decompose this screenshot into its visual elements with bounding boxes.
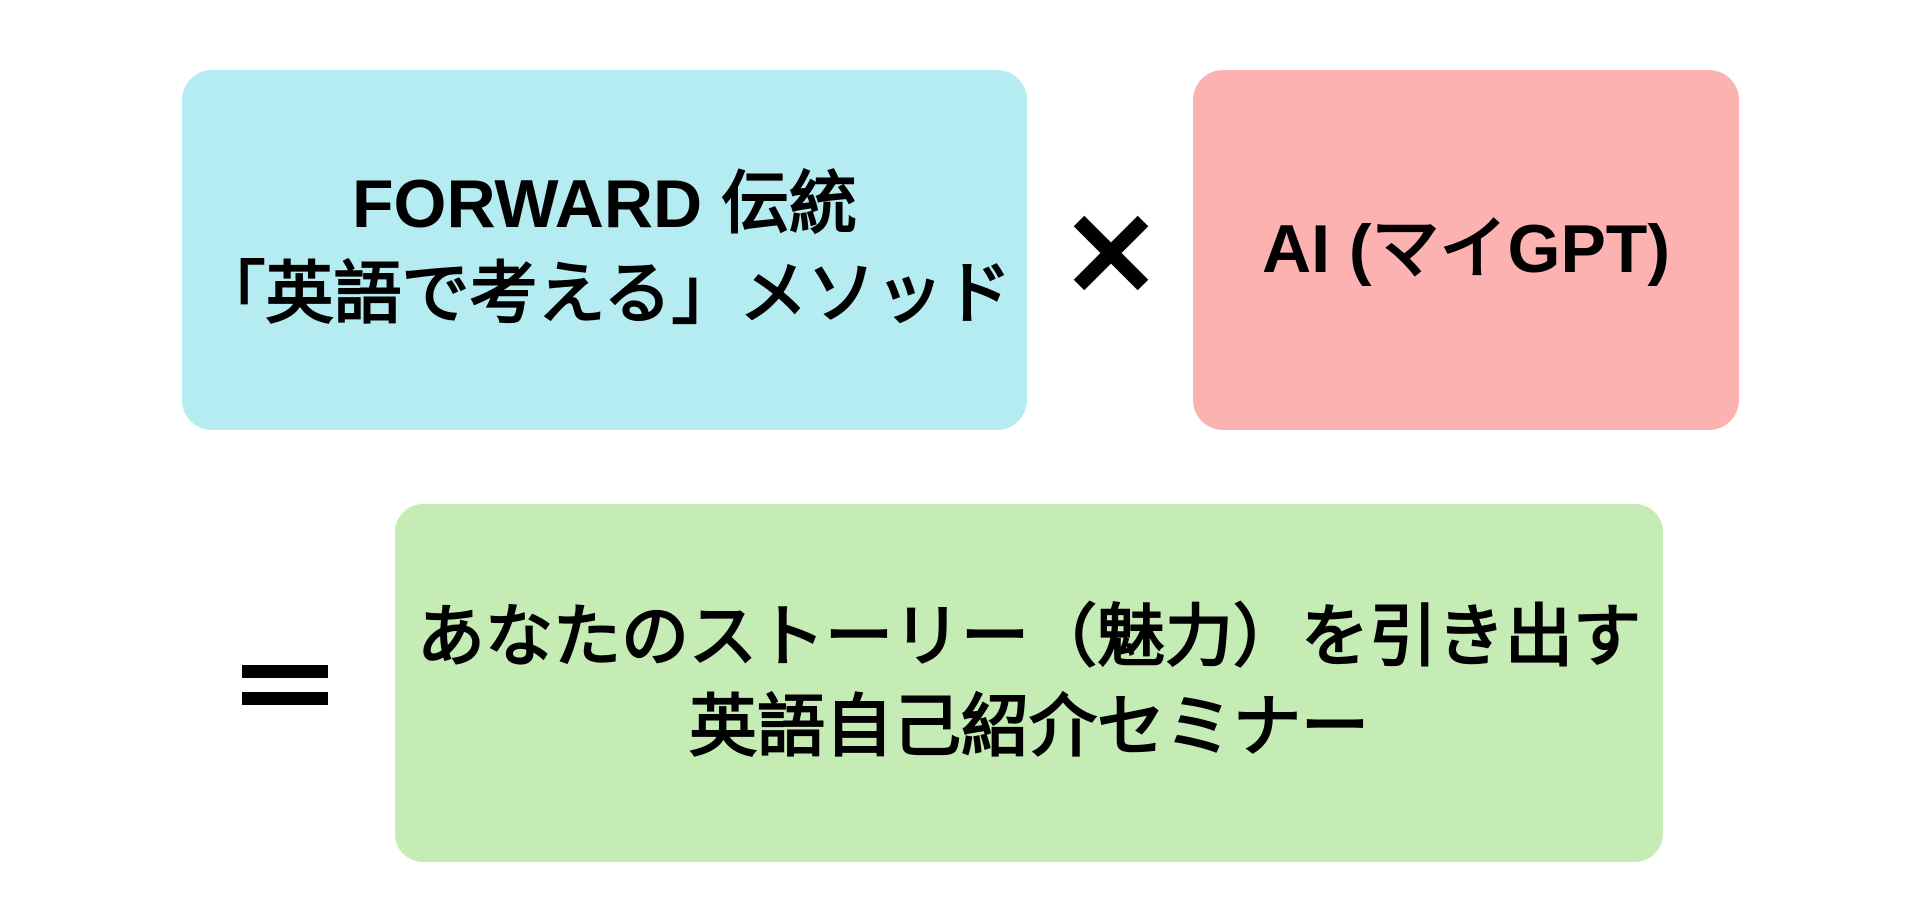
result-box: あなたのストーリー（魅力）を引き出す 英語自己紹介セミナー <box>395 504 1663 862</box>
ai-box: AI (マイGPT) <box>1193 70 1739 430</box>
multiply-icon <box>1073 215 1149 291</box>
equals-top-bar <box>242 665 328 678</box>
method-box-line2: 「英語で考える」メソッド <box>197 256 1012 332</box>
equals-bottom-bar <box>242 692 328 705</box>
method-box: FORWARD 伝統 「英語で考える」メソッド <box>182 70 1027 430</box>
result-box-line1: あなたのストーリー（魅力）を引き出す <box>416 599 1641 676</box>
method-box-line1: FORWARD 伝統 <box>352 166 857 243</box>
ai-box-label: AI (マイGPT) <box>1262 211 1670 288</box>
equals-icon <box>242 665 328 705</box>
result-box-line2: 英語自己紹介セミナー <box>688 689 1369 765</box>
